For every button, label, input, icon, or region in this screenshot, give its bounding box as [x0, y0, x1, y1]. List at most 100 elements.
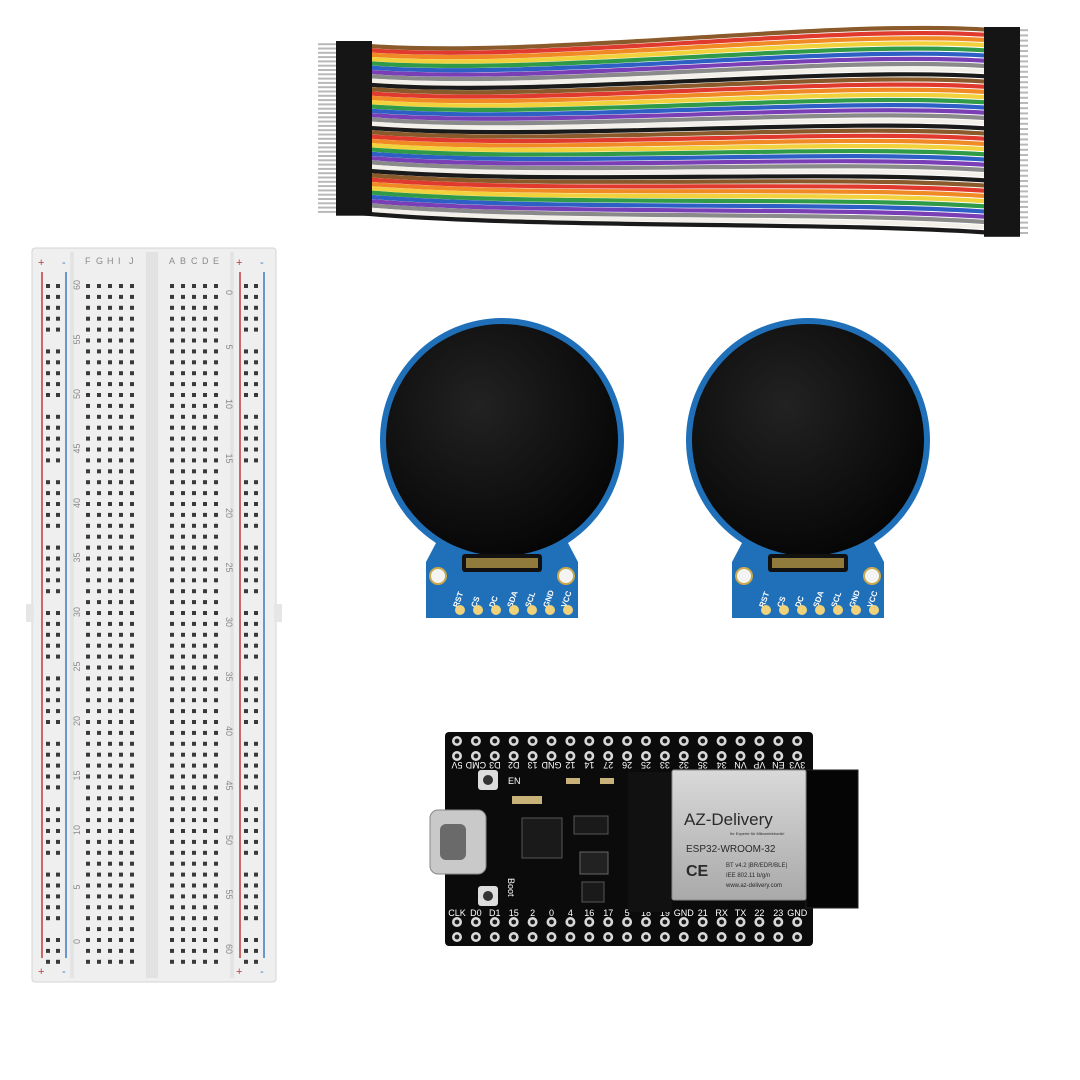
- esp32-bottom-pin-label: D0: [470, 908, 482, 918]
- module-brand: AZ-Delivery: [684, 810, 773, 829]
- esp32-top-pin-label: 14: [584, 760, 594, 770]
- round-display-2: RST CS DC SDA SCL GND VCC: [685, 318, 931, 618]
- esp32-top-pin-label: 35: [698, 760, 708, 770]
- rail-minus-sign-bottom: -: [62, 966, 66, 978]
- esp32-top-pin-label: GND: [541, 760, 562, 770]
- row-letter: E: [213, 256, 219, 266]
- jumper-wire-bundle: [318, 25, 1028, 237]
- ce-mark: CE: [686, 863, 709, 880]
- esp32-bottom-pin-label: GND: [787, 908, 808, 918]
- esp32-bottom-pin-label: 16: [584, 908, 594, 918]
- column-number: 0: [72, 939, 82, 944]
- esp32-top-pin-label: 32: [679, 760, 689, 770]
- esp32-bottom-pin-label: GND: [674, 908, 695, 918]
- column-number: 60: [224, 944, 234, 954]
- boot-label: Boot: [506, 878, 516, 897]
- module-spec-wifi: IEE 802.11 b/g/n: [726, 873, 770, 879]
- column-number: 35: [72, 552, 82, 562]
- esp32-bottom-pin-label: CLK: [448, 908, 466, 918]
- esp32-top-pin-label: 26: [622, 760, 632, 770]
- rail-plus-sign-right: +: [236, 257, 242, 269]
- column-number: 10: [224, 399, 234, 409]
- rail-plus-sign-bottom-right: +: [236, 966, 242, 978]
- esp32-bottom-pin-label: 5: [625, 908, 630, 918]
- esp32-top-pin-label: 3V3: [789, 760, 805, 770]
- usb-uart-chip: [521, 817, 563, 859]
- column-number: 10: [72, 825, 82, 835]
- column-number: 25: [224, 563, 234, 573]
- column-number: 5: [72, 884, 82, 889]
- column-number: 40: [72, 498, 82, 508]
- module-url: www.az-delivery.com: [725, 883, 782, 889]
- column-number: 0: [224, 290, 234, 295]
- en-label: EN: [508, 776, 521, 786]
- esp32-top-pin-label: 5V: [451, 760, 462, 770]
- row-letter: J: [129, 256, 134, 266]
- column-number: 15: [224, 454, 234, 464]
- breadboard-holes: [46, 284, 258, 964]
- column-number: 30: [72, 607, 82, 617]
- esp32-bottom-pin-label: 21: [698, 908, 708, 918]
- row-letter: D: [202, 256, 209, 266]
- esp32-top-pin-label: CMD: [465, 760, 486, 770]
- esp32-bottom-pin-label: 23: [773, 908, 783, 918]
- esp32-bottom-pin-label: 19: [660, 908, 670, 918]
- column-number: 20: [72, 716, 82, 726]
- esp32-bottom-pin-label: 22: [754, 908, 764, 918]
- module-model: ESP32-WROOM-32: [686, 844, 776, 855]
- esp32-bottom-pin-label: 2: [530, 908, 535, 918]
- column-number: 45: [72, 443, 82, 453]
- column-number: 50: [72, 389, 82, 399]
- esp32-top-pin-label: 12: [565, 760, 575, 770]
- module-tagline: Ihr Experte für Mikroelektronik!: [730, 831, 784, 836]
- row-letter: F: [85, 256, 91, 266]
- esp32-top-pin-label: 34: [717, 760, 727, 770]
- row-letter: G: [96, 256, 103, 266]
- column-number: 60: [72, 280, 82, 290]
- esp32-top-pin-label: VP: [753, 760, 765, 770]
- rail-plus-sign: +: [38, 257, 44, 269]
- esp32-top-pin-label: EN: [772, 760, 785, 770]
- column-number: 50: [224, 835, 234, 845]
- esp32-top-pin-label: 13: [528, 760, 538, 770]
- esp32-bottom-pin-label: 0: [549, 908, 554, 918]
- esp32-bottom-pin-label: 15: [509, 908, 519, 918]
- esp32-top-pin-label: D2: [508, 760, 520, 770]
- esp32-wroom-module: AZ-Delivery Ihr Experte für Mikroelektro…: [671, 769, 807, 901]
- column-number: 55: [72, 334, 82, 344]
- screen: [386, 324, 618, 556]
- rail-minus-sign-bottom-right: -: [260, 966, 264, 978]
- esp32-top-pin-label: 33: [660, 760, 670, 770]
- row-letter: B: [180, 256, 186, 266]
- column-number: 15: [72, 770, 82, 780]
- esp32-bottom-pin-label: RX: [715, 908, 728, 918]
- esp32-top-pin-label: 27: [603, 760, 613, 770]
- column-number: 30: [224, 617, 234, 627]
- row-letter: C: [191, 256, 198, 266]
- column-number: 5: [224, 345, 234, 350]
- round-display-1: RST CS DC SDA SCL GND VCC: [379, 318, 625, 618]
- row-letter: A: [169, 256, 175, 266]
- column-number: 55: [224, 890, 234, 900]
- rail-minus-sign: -: [62, 257, 66, 269]
- rail-plus-sign-bottom: +: [38, 966, 44, 978]
- module-spec-bt: BT v4.2 |BR/EDR/BLE|: [726, 863, 787, 869]
- screen: [692, 324, 924, 556]
- esp32-top-pin-label: D3: [489, 760, 501, 770]
- rail-minus-sign-right: -: [260, 257, 264, 269]
- column-number: 20: [224, 508, 234, 518]
- row-letter: I: [118, 256, 121, 266]
- column-number: 35: [224, 672, 234, 682]
- esp32-top-pin-label: VN: [734, 760, 747, 770]
- column-number: 45: [224, 781, 234, 791]
- column-number: 25: [72, 661, 82, 671]
- esp32-top-pin-label: 25: [641, 760, 651, 770]
- esp32-bottom-pin-label: TX: [735, 908, 747, 918]
- esp32-bottom-pin-label: 17: [603, 908, 613, 918]
- esp32-bottom-pin-label: 4: [568, 908, 573, 918]
- row-letter: H: [107, 256, 114, 266]
